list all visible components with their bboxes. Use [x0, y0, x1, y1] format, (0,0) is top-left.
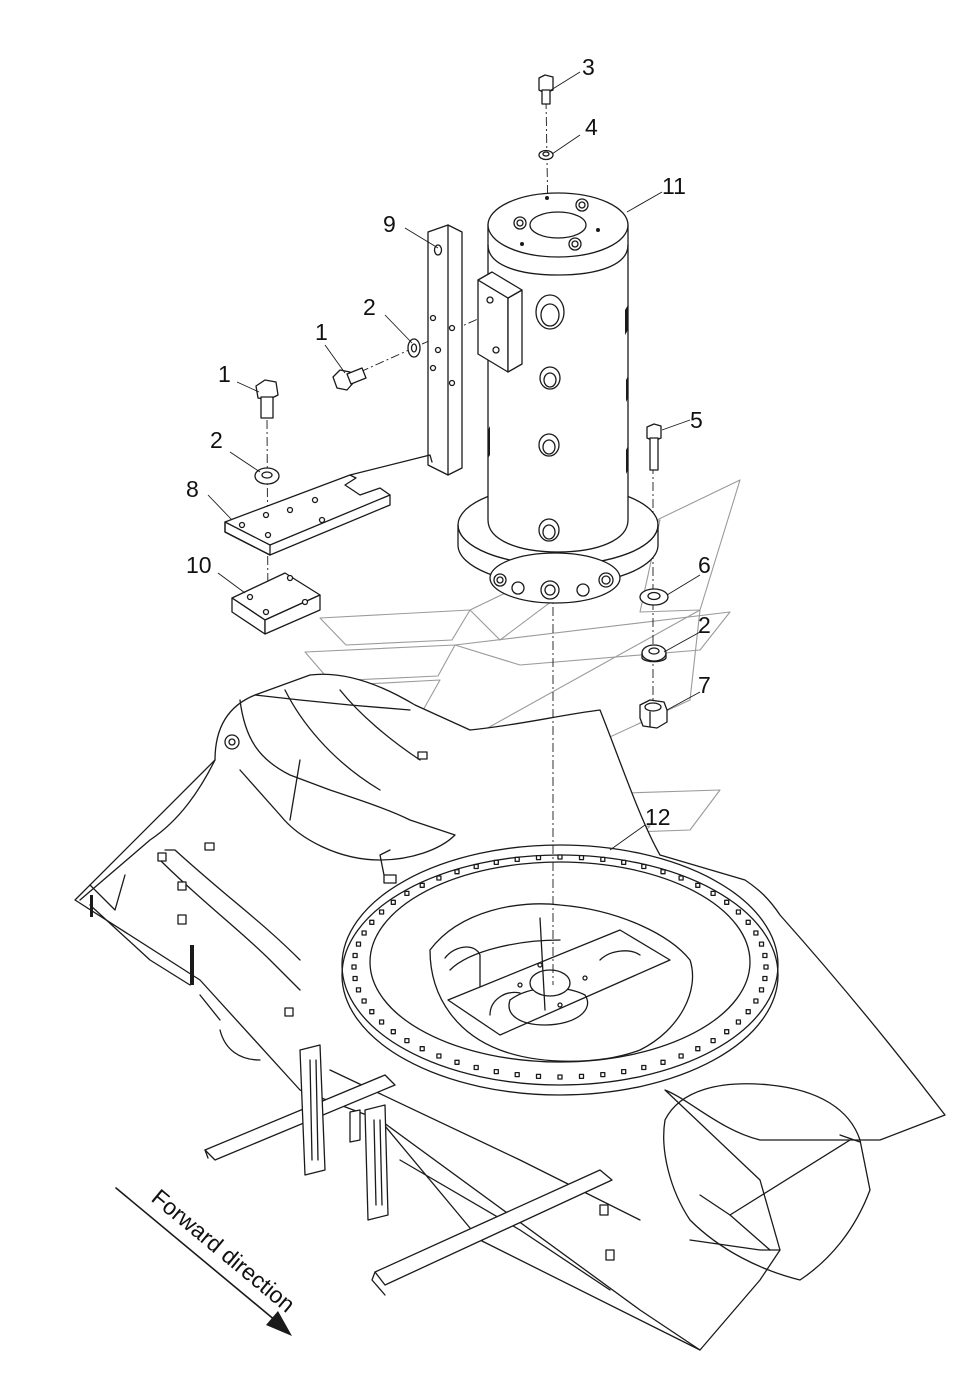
ring-bolt-hole [351, 964, 357, 970]
callout-2-left: 2 [210, 427, 223, 453]
ring-bolt-hole [695, 882, 701, 888]
washer-2-lower [641, 644, 667, 663]
callout-10: 10 [186, 552, 212, 578]
ring-bolt-hole [724, 1029, 730, 1035]
ring-bolt-hole [745, 1009, 751, 1015]
ring-bolt-hole [660, 1059, 666, 1065]
slewing-ring [341, 844, 779, 1096]
ring-bolt-hole [436, 875, 442, 881]
leader-lines [207, 71, 701, 851]
ring-bolt-hole [369, 919, 375, 925]
ring-bolt-hole [378, 909, 385, 915]
callout-4: 4 [585, 114, 598, 140]
callout-9: 9 [383, 211, 396, 237]
washer-4 [538, 149, 554, 161]
ring-bolt-hole [695, 1046, 701, 1052]
ring-bolt-hole [621, 1068, 627, 1075]
ring-bolt-hole [621, 859, 627, 866]
ring-bolt-hole [762, 975, 768, 982]
ring-bolt-hole [710, 1037, 716, 1044]
ring-bolt-hole [753, 930, 759, 936]
ring-bolt-hole [753, 998, 759, 1004]
ring-bolt-hole [600, 1071, 606, 1078]
callout-6: 6 [698, 552, 711, 578]
ring-bolt-hole [710, 890, 716, 897]
ring-bolt-hole [454, 869, 460, 875]
ring-bolt-hole [361, 998, 367, 1004]
ring-bolt-hole [404, 890, 410, 897]
ring-bolt-hole [735, 909, 742, 915]
ring-bolt-hole [724, 899, 730, 905]
callout-8: 8 [186, 476, 199, 502]
ring-bolt-hole [514, 856, 520, 863]
ring-bolt-hole [493, 859, 499, 866]
washer-6 [639, 588, 669, 606]
ring-bolt-hole [758, 941, 765, 947]
ring-bolt-hole [660, 869, 666, 875]
callout-5: 5 [690, 407, 703, 433]
callout-11: 11 [662, 173, 686, 199]
ring-bolt-hole [390, 1029, 396, 1035]
direction-label: Forward direction [147, 1184, 300, 1318]
washer-2-upper [407, 338, 421, 358]
spacer-block [231, 572, 321, 635]
bolt-3 [538, 74, 554, 105]
ring-bolt-hole [600, 856, 606, 863]
nut-7 [639, 699, 668, 729]
ring-bolt-hole [454, 1059, 460, 1065]
ring-bolt-hole [436, 1053, 442, 1059]
ring-bolt-hole [361, 930, 367, 936]
ring-bolt-hole [578, 1073, 585, 1080]
callout-3: 3 [582, 54, 595, 80]
ring-bolt-hole [678, 1053, 684, 1059]
ring-bolt-hole [355, 941, 362, 947]
bolt-5 [646, 423, 662, 471]
ring-bolt-hole [557, 1074, 563, 1080]
vertical-plate [427, 224, 463, 476]
bolt-1-lower [255, 379, 279, 419]
ring-bolt-hole [404, 1037, 410, 1044]
ring-bolt-hole [758, 987, 765, 993]
ring-bolt-hole [735, 1019, 742, 1025]
ring-bolt-hole [378, 1019, 385, 1025]
callout-1-upper: 1 [315, 319, 328, 345]
ring-bolt-hole [419, 882, 425, 888]
ring-bolt-holes [351, 854, 769, 1080]
ring-bolt-hole [419, 1046, 425, 1052]
callout-1-lower: 1 [218, 361, 231, 387]
washer-2-left [254, 467, 280, 485]
ring-bolt-hole [535, 1073, 542, 1080]
callout-7: 7 [698, 672, 711, 698]
ring-bolt-hole [762, 952, 768, 959]
callout-labels: 1 1 2 2 2 3 4 5 6 7 8 9 10 11 12 [186, 54, 711, 830]
bracket-plate [224, 454, 433, 556]
ring-bolt-hole [514, 1071, 520, 1078]
ring-bolt-hole [493, 1068, 499, 1075]
forward-direction-indicator: Forward direction [115, 1184, 300, 1336]
ring-bolt-hole [352, 952, 358, 959]
ring-bolt-hole [641, 1064, 647, 1071]
ring-bolt-hole [390, 899, 396, 905]
ring-bolt-hole [473, 1064, 479, 1071]
ring-bolt-hole [535, 854, 542, 861]
callout-12: 12 [645, 804, 671, 830]
arrow-head-icon [266, 1311, 292, 1336]
ring-bolt-hole [578, 854, 585, 861]
callout-2-right: 2 [698, 612, 711, 638]
ring-bolt-hole [355, 987, 362, 993]
ring-bolt-hole [641, 863, 647, 870]
ring-bolt-hole [678, 875, 684, 881]
callout-2-upper: 2 [363, 294, 376, 320]
ring-bolt-hole [745, 919, 751, 925]
ring-bolt-hole [557, 854, 563, 860]
ring-bolt-hole [763, 964, 769, 970]
ring-bolt-hole [352, 975, 358, 982]
swivel-joint [457, 192, 659, 604]
ring-bolt-hole [369, 1009, 375, 1015]
ring-bolt-hole [473, 863, 479, 870]
bolt-1-upper [332, 367, 367, 391]
